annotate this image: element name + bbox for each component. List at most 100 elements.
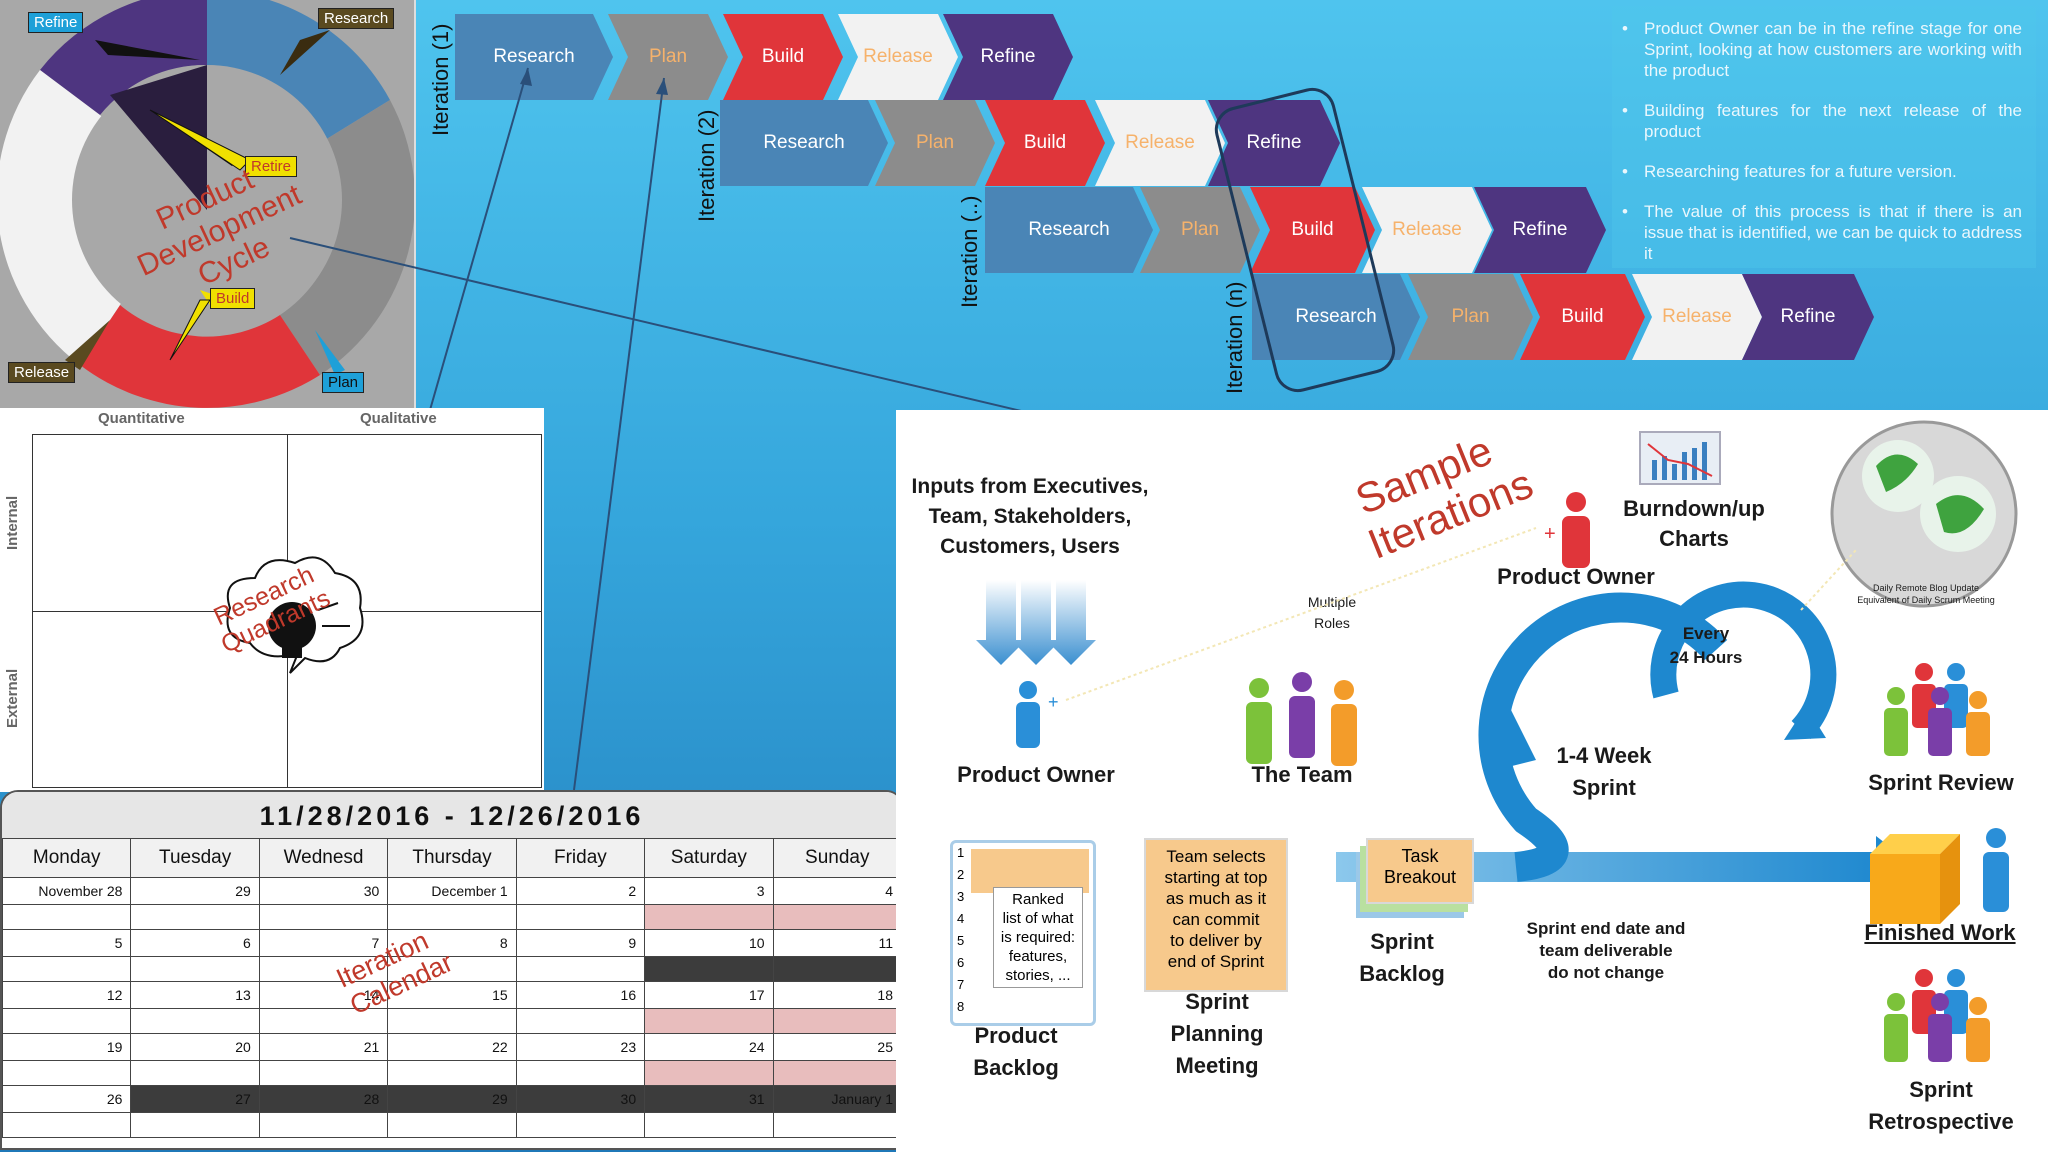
date-cell: November 28 bbox=[2, 877, 132, 905]
info-bullet-2: Building features for the next release o… bbox=[1622, 100, 2022, 142]
iter2-refine: Refine bbox=[1208, 100, 1340, 186]
iter2-release: Release bbox=[1095, 100, 1225, 186]
date-cell: 29 bbox=[387, 1085, 517, 1113]
date-cell: 20 bbox=[130, 1033, 260, 1061]
weekend-cell bbox=[644, 1060, 774, 1086]
iter4-release: Release bbox=[1632, 274, 1762, 360]
every-line2: 24 Hours bbox=[1669, 648, 1743, 667]
ring-build bbox=[80, 305, 320, 408]
product-backlog-list: 1 2 3 4 5 6 7 8 Ranked list of what is r… bbox=[950, 840, 1096, 1026]
quadrant-header-qualitative: Qualitative bbox=[360, 410, 437, 427]
date-cell: 5 bbox=[2, 929, 132, 957]
globe-icon bbox=[1830, 420, 2018, 608]
iteration-2-label: Iteration (2) bbox=[694, 109, 719, 223]
backlog-number: 5 bbox=[957, 933, 965, 948]
date-cell: 10 bbox=[644, 929, 774, 957]
backlog-note-line: Ranked bbox=[1012, 891, 1064, 908]
planning-note-line: Team selects bbox=[1166, 847, 1266, 866]
backlog-number: 4 bbox=[957, 911, 965, 926]
release-callout: Release bbox=[8, 362, 76, 383]
backlog-note-line: features, bbox=[1008, 948, 1068, 965]
backlog-number: 3 bbox=[957, 889, 965, 904]
scrum-diagram: Inputs from Executives, Team, Stakeholde… bbox=[896, 410, 2048, 1152]
info-panel: Product Owner can be in the refine stage… bbox=[1612, 6, 2036, 268]
svg-text:+: + bbox=[1048, 692, 1059, 712]
ring-refine-wedge bbox=[110, 65, 207, 210]
product-backlog-label: Product Backlog bbox=[946, 1020, 1086, 1084]
iter4-build: Build bbox=[1520, 274, 1645, 360]
calendar-title: 11/28/2016 - 12/26/2016 bbox=[2, 792, 902, 838]
backlog-number: 1 bbox=[957, 845, 965, 860]
date-cell: 3 bbox=[644, 877, 774, 905]
iter3-plan: Plan bbox=[1140, 187, 1260, 273]
iter4-refine: Refine bbox=[1742, 274, 1874, 360]
iter1-release: Release bbox=[838, 14, 958, 100]
planning-note-line: starting at top bbox=[1164, 868, 1268, 887]
sprint-retrospective-icon bbox=[1884, 969, 1990, 1062]
date-cell: 14 bbox=[258, 981, 389, 1009]
weekend-cell bbox=[772, 956, 902, 982]
task-line2: Breakout bbox=[1383, 867, 1457, 887]
planning-line1: Sprint bbox=[1185, 989, 1249, 1014]
iteration-calendar: 11/28/2016 - 12/26/2016 Monday Tuesday W… bbox=[0, 790, 904, 1150]
planning-note-line: can commit bbox=[1172, 910, 1260, 929]
date-cell: December 1 bbox=[387, 877, 517, 905]
iter1-plan: Plan bbox=[608, 14, 728, 100]
inputs-text: Inputs from Executives, Team, Stakeholde… bbox=[910, 472, 1150, 562]
end-note-line2: team deliverable bbox=[1539, 941, 1673, 960]
build-callout: Build bbox=[210, 288, 256, 309]
research-quadrants: Quantitative Qualitative Internal Extern… bbox=[0, 408, 544, 792]
end-note-line1: Sprint end date and bbox=[1526, 919, 1686, 938]
iter3-research: Research bbox=[985, 187, 1153, 273]
retro-line1: Sprint bbox=[1909, 1077, 1973, 1102]
globe-caption: Daily Remote Blog Update Equivalent of D… bbox=[1842, 582, 2010, 606]
retro-line2: Retrospective bbox=[1868, 1109, 2014, 1134]
date-cell: 18 bbox=[772, 981, 902, 1009]
planning-note-line: end of Sprint bbox=[1167, 952, 1265, 971]
date-cell: 29 bbox=[130, 877, 260, 905]
burndown-line1: Burndown/up bbox=[1623, 496, 1765, 521]
finished-work-icon bbox=[1870, 828, 2009, 924]
iter2-plan: Plan bbox=[875, 100, 995, 186]
task-breakout-card: Task Breakout bbox=[1366, 838, 1474, 904]
iteration-dots-label: Iteration (..) bbox=[957, 195, 982, 308]
date-cell: 4 bbox=[772, 877, 902, 905]
date-cell: January 1 bbox=[772, 1085, 902, 1113]
globe-caption-line2: Equivalent of Daily Scrum Meeting bbox=[1857, 595, 1995, 605]
date-cell: 22 bbox=[387, 1033, 517, 1061]
ring-refine bbox=[40, 0, 207, 115]
iter1-refine: Refine bbox=[943, 14, 1073, 100]
planning-line3: Meeting bbox=[1175, 1053, 1259, 1078]
backlog-note-line: stories, ... bbox=[1005, 967, 1071, 984]
date-cell: 28 bbox=[258, 1085, 389, 1113]
day-header: Sunday bbox=[772, 838, 902, 878]
date-cell: 7 bbox=[258, 929, 389, 957]
iteration-1-label: Iteration (1) bbox=[428, 23, 453, 137]
quadrant-header-quantitative: Quantitative bbox=[98, 410, 185, 427]
date-cell: 6 bbox=[130, 929, 260, 957]
date-cell: 9 bbox=[515, 929, 646, 957]
plan-callout: Plan bbox=[322, 372, 365, 393]
day-header: Tuesday bbox=[130, 838, 260, 878]
sprint-loop-line1: 1-4 Week bbox=[1556, 743, 1652, 768]
end-note-line3: do not change bbox=[1547, 963, 1665, 982]
sprint-planning-note: Team selects starting at top as much as … bbox=[1144, 838, 1288, 992]
weekend-cell bbox=[644, 956, 774, 982]
connector-calendar-to-plan bbox=[573, 77, 665, 791]
backlog-note-line: is required: bbox=[1000, 929, 1076, 946]
date-cell: 30 bbox=[515, 1085, 646, 1113]
day-header: Thursday bbox=[387, 838, 517, 878]
sprint-loop-label: 1-4 Week Sprint bbox=[1544, 740, 1664, 804]
weekend-cell bbox=[772, 1060, 902, 1086]
date-cell: 24 bbox=[644, 1033, 774, 1061]
date-cell: 2 bbox=[515, 877, 646, 905]
info-bullet-1: Product Owner can be in the refine stage… bbox=[1622, 18, 2022, 81]
product-backlog-line2: Backlog bbox=[973, 1055, 1059, 1080]
product-backlog-line1: Product bbox=[974, 1023, 1058, 1048]
backlog-note: Ranked list of what is required: feature… bbox=[993, 887, 1083, 988]
date-cell: 23 bbox=[515, 1033, 646, 1061]
quadrant-side-internal: Internal bbox=[4, 495, 21, 550]
planning-note-line: to deliver by bbox=[1170, 931, 1262, 950]
sprint-review-icon bbox=[1884, 663, 1990, 756]
iter1-build: Build bbox=[723, 14, 843, 100]
